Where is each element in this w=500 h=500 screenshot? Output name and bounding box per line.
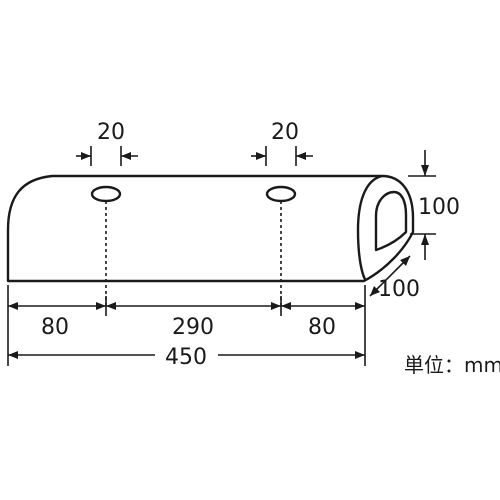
hole-width-label-right: 20 <box>271 120 299 145</box>
total-length-label: 450 <box>165 345 207 370</box>
segment-dimensions: 80 290 80 <box>7 285 366 366</box>
end-face-outline <box>356 174 383 282</box>
depth-dimension: 100 <box>369 255 420 302</box>
end-face-inner-arch <box>374 190 408 252</box>
height-dimension: 100 <box>408 150 460 260</box>
segment-right-label: 80 <box>308 315 336 340</box>
body-outline <box>6 174 415 283</box>
mounting-hole-right <box>265 185 297 203</box>
hole-width-label-left: 20 <box>97 120 125 145</box>
hole-width-dimension-left: 20 <box>76 120 138 166</box>
mounting-hole-left <box>90 185 122 203</box>
height-label: 100 <box>418 195 460 220</box>
unit-note: 単位：mm <box>404 353 500 377</box>
segment-left-label: 80 <box>41 315 69 340</box>
total-length-dimension: 450 <box>8 345 365 370</box>
depth-label: 100 <box>378 277 420 302</box>
segment-middle-label: 290 <box>172 315 214 340</box>
product-drawing <box>6 174 415 308</box>
hole-width-dimension-right: 20 <box>251 120 313 166</box>
